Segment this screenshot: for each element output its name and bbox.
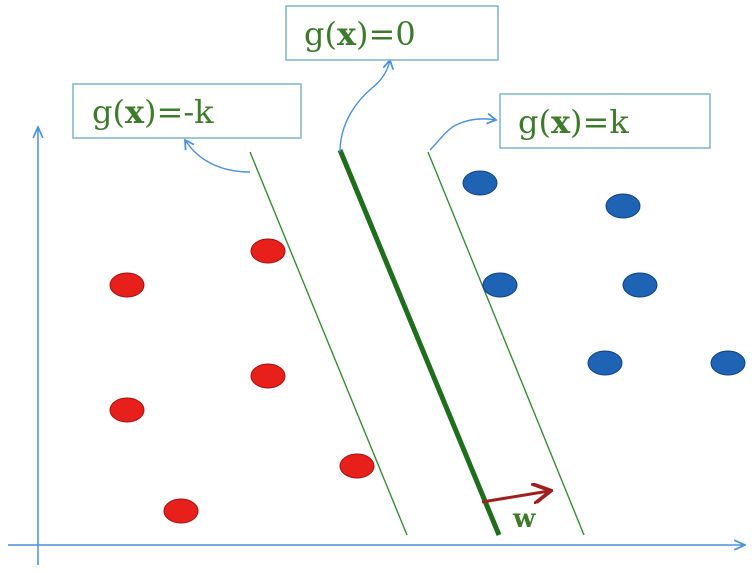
- blue-class-points: [462, 170, 746, 376]
- red-point: [339, 453, 375, 479]
- red-point: [250, 363, 286, 389]
- blue-point: [587, 350, 623, 376]
- connector-minus-k: [184, 138, 251, 173]
- margin-line-minus-k: [249, 151, 408, 536]
- connector-plus-k: [429, 112, 498, 151]
- red-point: [250, 238, 286, 264]
- label-g-plus-k: g(x)=k: [499, 93, 711, 149]
- margin-line-plus-k: [427, 151, 585, 536]
- blue-point: [605, 193, 641, 219]
- blue-point: [622, 272, 658, 298]
- connector-zero: [339, 58, 395, 153]
- svg-text:g(x)=k: g(x)=k: [518, 103, 629, 141]
- blue-point: [482, 272, 518, 298]
- blue-point: [462, 170, 498, 196]
- w-normal-vector-arrow: [481, 491, 549, 502]
- svg-text:g(x)=-k: g(x)=-k: [92, 93, 214, 131]
- red-class-points: [109, 238, 375, 524]
- label-g-minus-k: g(x)=-k: [72, 83, 302, 139]
- decision-boundary-line: [337, 149, 502, 536]
- red-point: [163, 498, 199, 524]
- label-g-zero: g(x)=0: [285, 5, 499, 61]
- blue-point: [710, 350, 746, 376]
- red-point: [109, 272, 145, 298]
- svg-text:g(x)=0: g(x)=0: [304, 15, 416, 53]
- red-point: [109, 397, 145, 423]
- w-vector-label: w: [512, 504, 536, 534]
